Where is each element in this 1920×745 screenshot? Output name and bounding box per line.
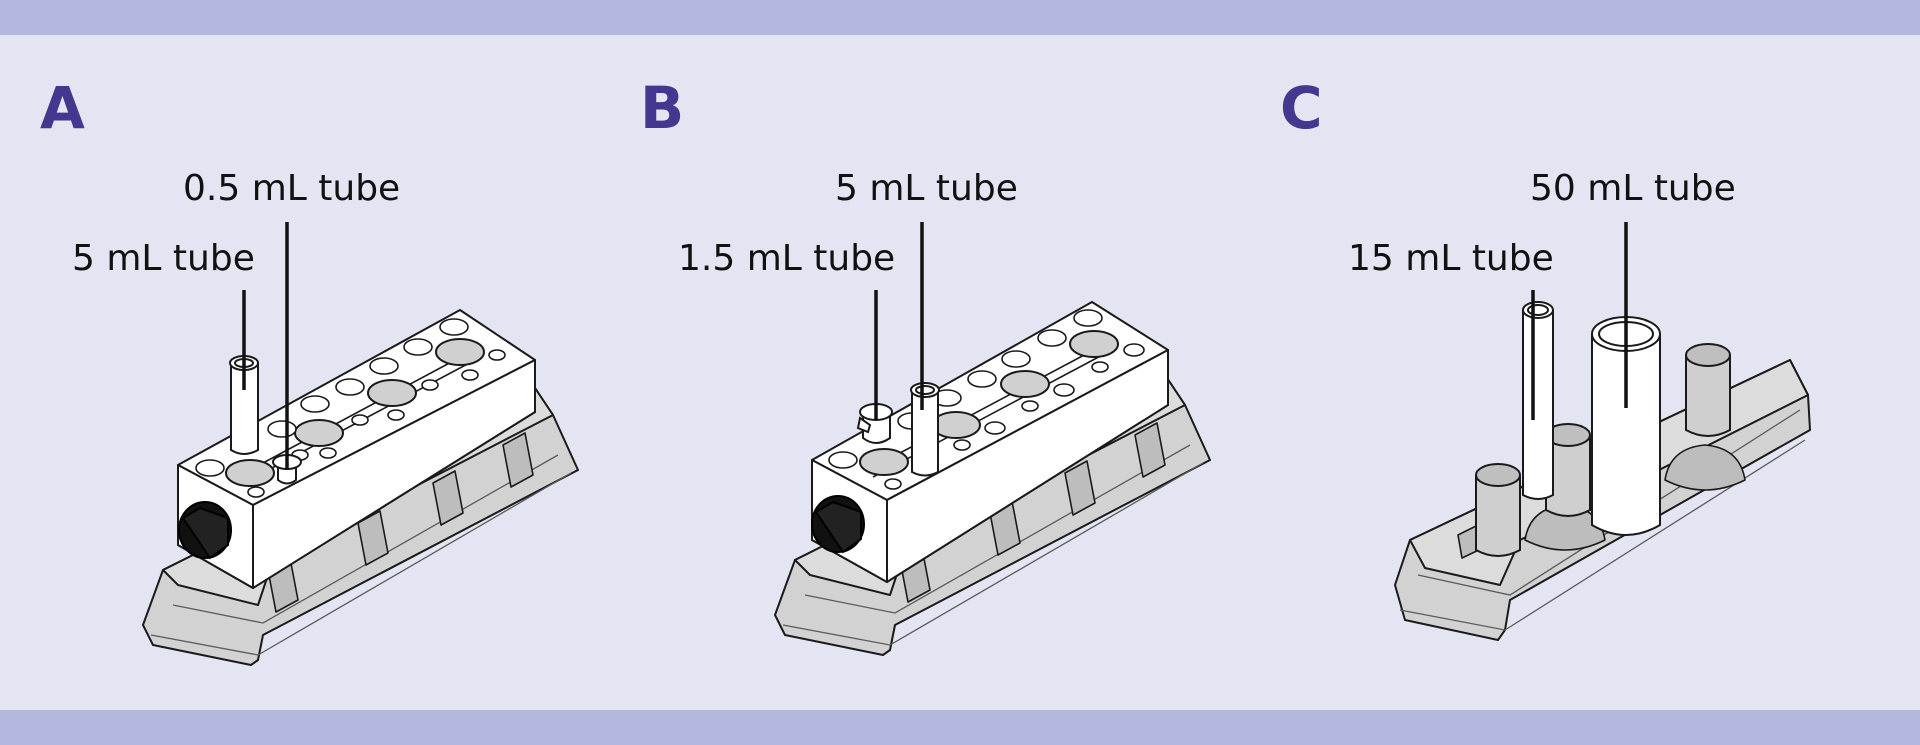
panel-b: B 5 mL tube 1.5 mL tube [640,74,1211,656]
callout-b-1: 5 mL tube [835,168,1018,209]
callout-c-2: 15 mL tube [1348,238,1554,279]
callout-a-1: 0.5 mL tube [183,168,400,209]
panel-letter-c: C [1280,74,1323,142]
panel-c: C 50 mL tube 15 mL tube [1280,74,1811,641]
callout-c-1: 50 mL tube [1530,168,1736,209]
rack-c-posts [1475,343,1731,557]
panel-a: A 0.5 mL tube 5 mL tube [40,74,579,666]
panel-letter-a: A [40,74,85,142]
panel-letter-b: B [640,74,684,142]
tube-15ml [1522,301,1554,500]
rack-b-block [811,301,1169,583]
callout-a-2: 5 mL tube [72,238,255,279]
top-band [0,0,1920,35]
rack-a-block [177,309,536,589]
bottom-band [0,710,1920,745]
callout-b-2: 1.5 mL tube [678,238,895,279]
